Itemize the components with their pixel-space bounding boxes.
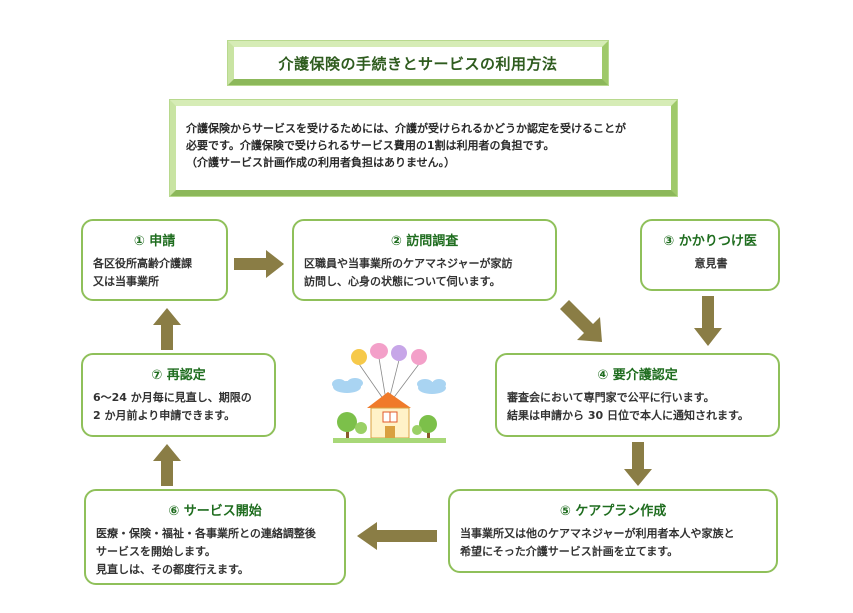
- intro-line: （介護サービス計画作成の利用者負担はありません。）: [186, 156, 456, 169]
- step-title: ⑤ ケアプラン作成: [559, 504, 667, 519]
- step-line: 意見書: [694, 257, 728, 270]
- step-line: 見直しは、その都度行えます。: [96, 563, 249, 576]
- step-service-start: ⑥ サービス開始 医療・保険・福祉・各事業所との連絡調整後 サービスを開始します…: [84, 489, 346, 585]
- intro-panel: 介護保険からサービスを受けるためには、介護が受けられるかどうか認定を受けることが…: [170, 100, 677, 196]
- step-line: 6～24 か月毎に見直し、期限の: [93, 391, 252, 404]
- intro-line: 介護保険からサービスを受けるためには、介護が受けられるかどうか認定を受けることが: [186, 122, 626, 135]
- step-title: ⑥ サービス開始: [168, 504, 262, 519]
- step-line: 当事業所又は他のケアマネジャーが利用者本人や家族と: [460, 527, 735, 540]
- arrow-up-icon: [153, 444, 181, 486]
- step-family-doctor: ③ かかりつけ医 意見書: [640, 219, 780, 291]
- step-title: ③ かかりつけ医: [663, 234, 757, 249]
- step-description: 医療・保険・福祉・各事業所との連絡調整後 サービスを開始します。 見直しは、その…: [96, 525, 336, 579]
- title-banner: 介護保険の手続きとサービスの利用方法: [228, 41, 608, 85]
- house-balloons-illustration: [327, 342, 452, 448]
- step-line: 結果は申請から 30 日位で本人に通知されます。: [507, 409, 749, 422]
- step-description: 6～24 か月毎に見直し、期限の 2 か月前より申請できます。: [93, 389, 266, 425]
- arrow-left-icon: [357, 522, 437, 550]
- step-care-certification: ④ 要介護認定 審査会において専門家で公平に行います。 結果は申請から 30 日…: [495, 353, 780, 437]
- step-line: 審査会において専門家で公平に行います。: [507, 391, 715, 404]
- step-line: 区職員や当事業所のケアマネジャーが家訪: [304, 257, 513, 270]
- arrow-down-icon: [694, 296, 722, 346]
- step-description: 区職員や当事業所のケアマネジャーが家訪 訪問し、心身の状態について伺います。: [304, 255, 547, 291]
- step-line: 又は当事業所: [93, 275, 159, 288]
- step-line: 訪問し、心身の状態について伺います。: [304, 275, 501, 288]
- step-title: ② 訪問調査: [390, 234, 459, 249]
- arrow-right-icon: [234, 250, 284, 278]
- intro-text: 介護保険からサービスを受けるためには、介護が受けられるかどうか認定を受けることが…: [186, 120, 663, 171]
- step-description: 審査会において専門家で公平に行います。 結果は申請から 30 日位で本人に通知さ…: [507, 389, 770, 425]
- step-title: ⑦ 再認定: [151, 368, 206, 383]
- step-care-plan: ⑤ ケアプラン作成 当事業所又は他のケアマネジャーが利用者本人や家族と 希望にそ…: [448, 489, 778, 573]
- intro-line: 必要です。介護保険で受けられるサービス費用の1割は利用者の負担です。: [186, 139, 555, 152]
- step-line: 2 か月前より申請できます。: [93, 409, 236, 422]
- step-line: 各区役所高齢介護課: [93, 257, 192, 270]
- step-line: 医療・保険・福祉・各事業所との連絡調整後: [96, 527, 316, 540]
- arrow-diagonal-down-icon: [560, 300, 610, 350]
- arrow-down-icon: [624, 442, 652, 486]
- step-description: 意見書: [652, 255, 770, 273]
- step-line: サービスを開始します。: [96, 545, 216, 558]
- step-description: 当事業所又は他のケアマネジャーが利用者本人や家族と 希望にそった介護サービス計画…: [460, 525, 768, 561]
- step-description: 各区役所高齢介護課 又は当事業所: [93, 255, 218, 291]
- step-home-visit-survey: ② 訪問調査 区職員や当事業所のケアマネジャーが家訪 訪問し、心身の状態について…: [292, 219, 557, 301]
- arrow-up-icon: [153, 308, 181, 350]
- step-application: ① 申請 各区役所高齢介護課 又は当事業所: [81, 219, 228, 301]
- step-line: 希望にそった介護サービス計画を立てます。: [460, 545, 679, 558]
- step-title: ① 申請: [133, 234, 176, 249]
- page-title: 介護保険の手続きとサービスの利用方法: [278, 54, 558, 73]
- step-recertification: ⑦ 再認定 6～24 か月毎に見直し、期限の 2 か月前より申請できます。: [81, 353, 276, 437]
- step-title: ④ 要介護認定: [597, 368, 678, 383]
